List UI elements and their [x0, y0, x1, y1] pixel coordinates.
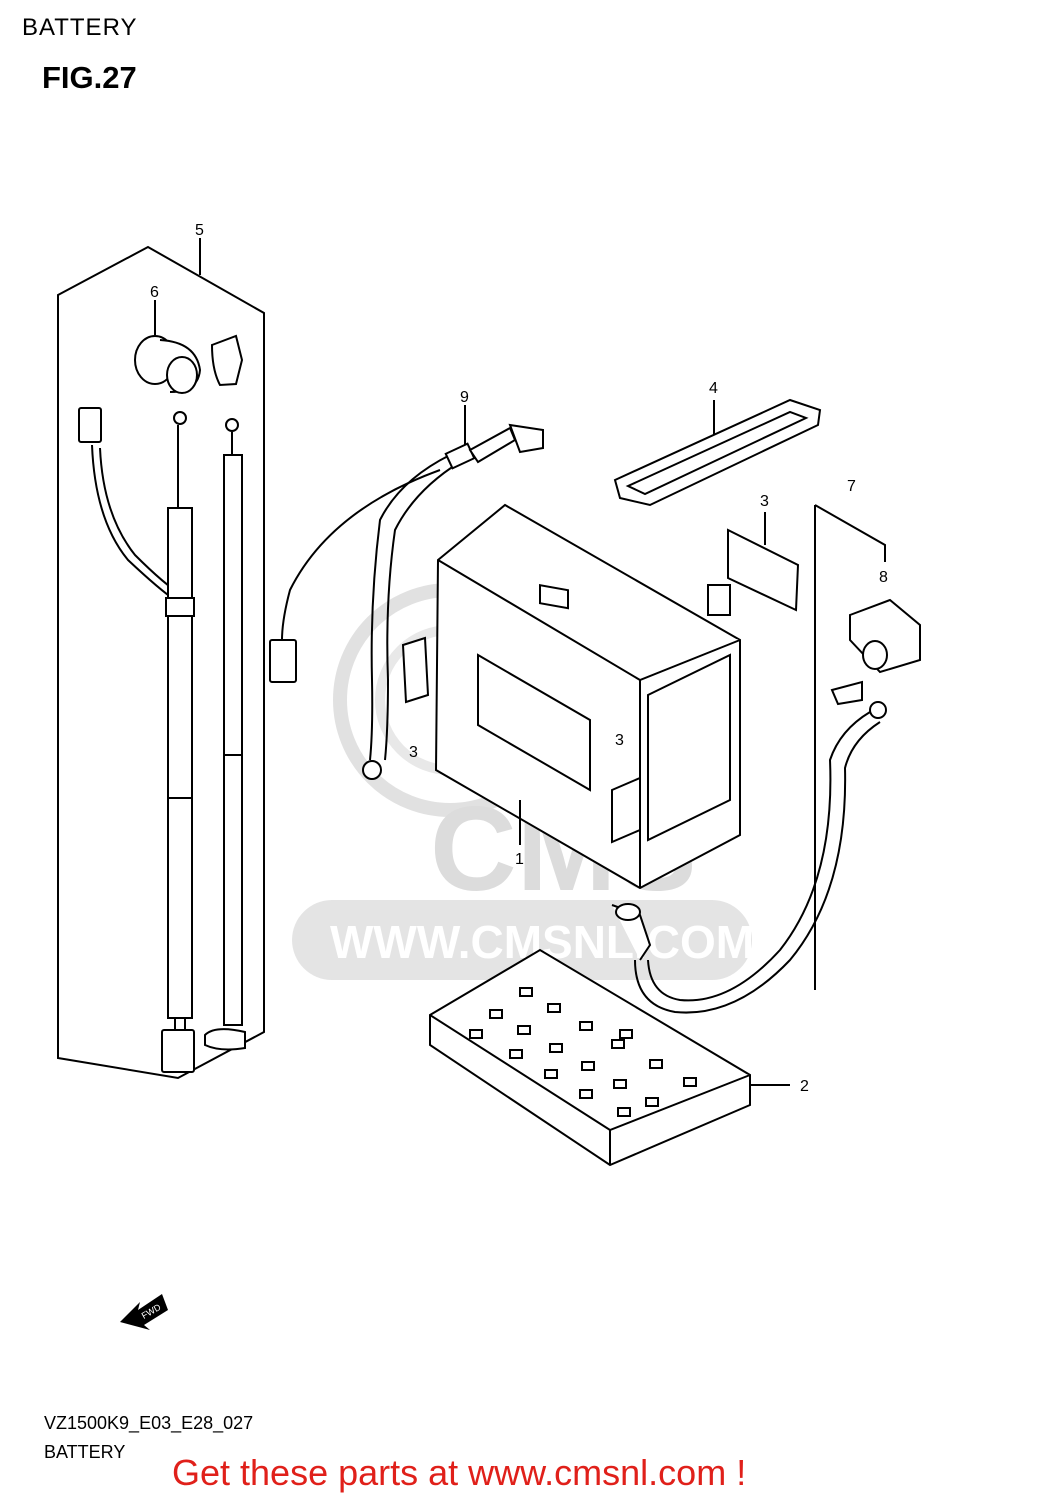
harness-kit-frame: [57, 238, 265, 1080]
callout-7: 7: [847, 478, 856, 495]
callout-9: 9: [460, 389, 469, 406]
callout-5: 5: [195, 222, 204, 239]
section-title: BATTERY: [22, 14, 138, 41]
callout-6: 6: [150, 284, 159, 301]
callout-8: 8: [879, 569, 888, 586]
terminal-boot-6: [134, 300, 244, 394]
callout-3-right: 3: [615, 732, 624, 749]
callout-1: 1: [515, 851, 524, 868]
figure-title: FIG.27: [42, 60, 137, 95]
battery-1: [401, 503, 741, 890]
battery-tray-2: [429, 948, 790, 1167]
callout-3-left: 3: [409, 744, 418, 761]
callout-2: 2: [800, 1078, 809, 1095]
wire-harness: [78, 407, 246, 1073]
callout-labels: 1 2 3 3 3 4 5 6 7 8 9: [150, 222, 888, 1095]
model-code: VZ1500K9_E03_E28_027: [44, 1413, 254, 1433]
cta-link[interactable]: Get these parts at www.cmsnl.com !: [172, 1452, 747, 1493]
footer-title: BATTERY: [44, 1442, 126, 1462]
negative-cable-7: [611, 504, 921, 1014]
positive-cable-9: [269, 405, 544, 780]
fwd-arrow-icon: FWD: [120, 1294, 168, 1330]
callout-3-top: 3: [760, 493, 769, 510]
battery-strap-4: [613, 398, 822, 507]
callout-4: 4: [709, 380, 718, 397]
battery-pad-3-top: [727, 512, 800, 612]
